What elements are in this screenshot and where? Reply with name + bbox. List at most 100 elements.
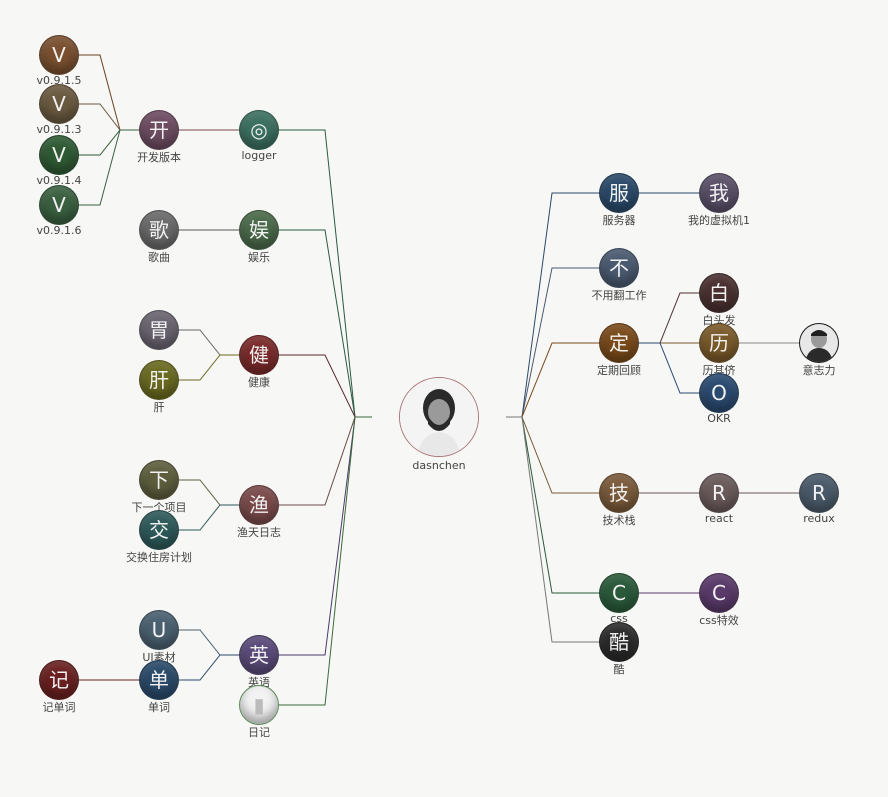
node-xiayige[interactable]: 下下一个项目 — [132, 460, 187, 514]
node-circle: 胃 — [139, 310, 179, 350]
node-circle: 歌 — [139, 210, 179, 250]
avatar — [399, 377, 479, 457]
node-label: v0.9.1.4 — [36, 174, 82, 187]
node-riji[interactable]: ▮日记 — [239, 685, 279, 739]
node-wei[interactable]: 胃 — [139, 310, 179, 350]
node-circle: 健 — [239, 335, 279, 375]
node-label: 健康 — [248, 376, 270, 389]
node-jiankang[interactable]: 健健康 — [239, 335, 279, 389]
node-circle: O — [699, 373, 739, 413]
node-circle: 服 — [599, 173, 639, 213]
node-label: react — [704, 512, 734, 525]
node-ku[interactable]: 酷酷 — [599, 622, 639, 676]
node-circle: R — [699, 473, 739, 513]
node-circle: C — [599, 573, 639, 613]
node-label: 渔天日志 — [237, 526, 281, 539]
node-jidanci[interactable]: 记记单词 — [39, 660, 79, 714]
node-label: v0.9.1.5 — [36, 74, 82, 87]
node-label: css — [610, 612, 628, 625]
node-circle: 白 — [699, 273, 739, 313]
node-label: v0.9.1.3 — [36, 123, 82, 136]
node-circle: 渔 — [239, 485, 279, 525]
node-kaifa[interactable]: 开开发版本 — [137, 110, 181, 164]
node-wode[interactable]: 我我的虚拟机1 — [688, 173, 750, 227]
person-avatar-icon — [400, 378, 478, 456]
node-label: 日记 — [248, 726, 270, 739]
node-gan[interactable]: 肝肝 — [139, 360, 179, 414]
portrait-icon — [799, 323, 839, 363]
node-label: 娱乐 — [248, 251, 270, 264]
node-label: logger — [241, 149, 277, 162]
node-label: 技术栈 — [602, 514, 636, 527]
node-label: 服务器 — [602, 214, 636, 227]
node-label: 交换住房计划 — [126, 551, 192, 564]
node-circle: 英 — [239, 635, 279, 675]
node-dingqi[interactable]: 定定期回顾 — [597, 323, 641, 377]
node-label: OKR — [707, 412, 731, 425]
node-label: 我的虚拟机1 — [688, 214, 750, 227]
link — [259, 416, 372, 706]
node-label: 肝 — [153, 401, 165, 414]
node-circle: V — [39, 35, 79, 75]
node-danci[interactable]: 单单词 — [139, 660, 179, 714]
notebook-icon: ▮ — [239, 685, 279, 725]
node-jiaohuan[interactable]: 交交换住房计划 — [126, 510, 192, 564]
node-circle: V — [39, 84, 79, 124]
node-circle: 下 — [139, 460, 179, 500]
node-label: 开发版本 — [137, 151, 181, 164]
node-circle: 技 — [599, 473, 639, 513]
node-circle: 肝 — [139, 360, 179, 400]
node-label: 酷 — [613, 663, 625, 676]
node-circle: 娱 — [239, 210, 279, 250]
node-yizhili[interactable]: 意志力 — [799, 323, 839, 377]
node-label: 单词 — [148, 701, 170, 714]
target-icon: ◎ — [239, 110, 279, 150]
node-circle: 酷 — [599, 622, 639, 662]
node-baitou[interactable]: 白白头发 — [699, 273, 739, 327]
node-circle: 不 — [599, 248, 639, 288]
node-circle: 交 — [139, 510, 179, 550]
node-label: 记单词 — [42, 701, 76, 714]
node-yule[interactable]: 娱娱乐 — [239, 210, 279, 264]
node-circle: 开 — [139, 110, 179, 150]
portrait-image — [800, 324, 838, 362]
node-buyong[interactable]: 不不用翻工作 — [592, 248, 647, 302]
node-circle: 历 — [699, 323, 739, 363]
node-label: 意志力 — [802, 364, 836, 377]
node-label: v0.9.1.6 — [36, 224, 82, 237]
node-lishi[interactable]: 历历其侪 — [699, 323, 739, 377]
node-jishu[interactable]: 技技术栈 — [599, 473, 639, 527]
node-logger[interactable]: ◎logger — [239, 110, 279, 162]
node-circle: R — [799, 473, 839, 513]
node-circle: 记 — [39, 660, 79, 700]
node-label: redux — [803, 512, 835, 525]
node-fuwuqi[interactable]: 服服务器 — [599, 173, 639, 227]
node-label: 不用翻工作 — [591, 289, 647, 302]
node-circle: U — [139, 610, 179, 650]
node-circle: 我 — [699, 173, 739, 213]
node-yutian[interactable]: 渔渔天日志 — [237, 485, 281, 539]
node-yingyu[interactable]: 英英语 — [239, 635, 279, 689]
node-circle: C — [699, 573, 739, 613]
center-label: dasnchen — [412, 459, 466, 472]
center-node[interactable]: dasnchen — [399, 377, 479, 472]
node-label: 定期回顾 — [597, 364, 641, 377]
node-label: 歌曲 — [148, 251, 170, 264]
node-circle: 定 — [599, 323, 639, 363]
node-gequ[interactable]: 歌歌曲 — [139, 210, 179, 264]
node-circle: 单 — [139, 660, 179, 700]
node-label: css特效 — [699, 614, 739, 627]
link — [506, 416, 619, 643]
node-circle: V — [39, 185, 79, 225]
